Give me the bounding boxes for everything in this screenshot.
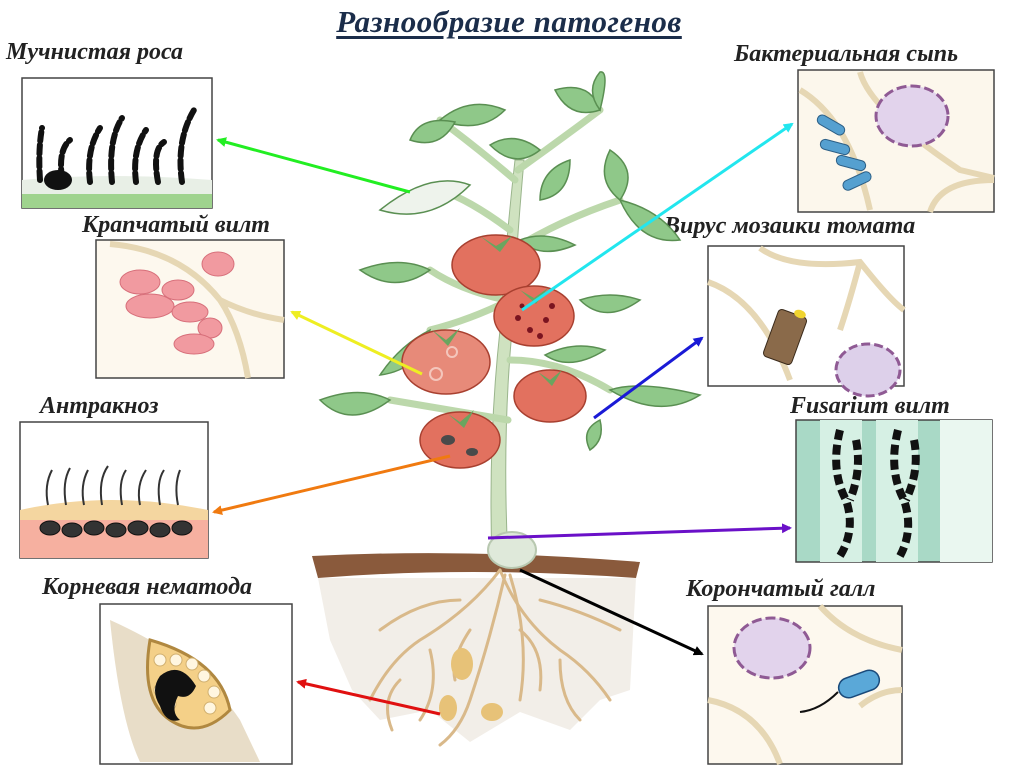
arrow-bacterial-spot bbox=[521, 122, 794, 312]
label-anthracnose: Антракноз bbox=[40, 393, 159, 419]
nematode-body bbox=[155, 669, 196, 721]
panel-spotted-wilt bbox=[95, 239, 285, 379]
panel-bacterial-spot bbox=[797, 69, 995, 214]
panel-anthracnose bbox=[19, 421, 209, 559]
crown-gall-growth bbox=[487, 531, 537, 569]
arrow-crown-gall bbox=[519, 568, 704, 656]
panel-root-nematode bbox=[99, 603, 293, 765]
panel-crown-gall bbox=[707, 604, 903, 766]
virus-clusters bbox=[119, 251, 235, 355]
roots bbox=[368, 568, 622, 747]
arrow-root-nematode bbox=[296, 678, 441, 716]
panel-powdery-mildew bbox=[21, 77, 213, 209]
mildew-hyphae bbox=[36, 107, 197, 185]
arrow-powdery-mildew bbox=[216, 137, 411, 194]
mildew-haustorium bbox=[44, 170, 72, 190]
agrobacterium bbox=[837, 669, 881, 699]
tomatoes bbox=[401, 234, 587, 469]
tomato-spotted-wilt bbox=[401, 329, 491, 395]
tomato-bacterial-spot bbox=[493, 285, 575, 347]
arrow-fusarium-wilt bbox=[487, 523, 792, 540]
root-gall bbox=[451, 648, 473, 680]
tomato-plant bbox=[312, 71, 702, 747]
label-fusarium-wilt: Fusarium вилт bbox=[790, 393, 950, 419]
tomato bbox=[513, 369, 587, 423]
label-spotted-wilt: Крапчатый вилт bbox=[82, 212, 270, 238]
tomato-anthracnose bbox=[419, 411, 501, 469]
tomato bbox=[451, 234, 541, 296]
fungal-hyphae bbox=[832, 429, 920, 559]
label-bacterial-spot: Бактериальная сыпь bbox=[734, 41, 959, 67]
label-root-nematode: Корневая нематода bbox=[42, 574, 253, 600]
arrow-tomato-mosaic-virus bbox=[593, 336, 704, 420]
pathogen-arrows bbox=[212, 122, 794, 716]
panel-fusarium-wilt bbox=[795, 419, 993, 563]
spotted-wilt-marks bbox=[429, 346, 458, 381]
setae bbox=[45, 465, 181, 506]
panel-tomato-mosaic-virus bbox=[706, 245, 906, 398]
bacterial-spots bbox=[515, 303, 555, 339]
label-crown-gall: Корончатый галл bbox=[686, 576, 876, 602]
arrow-spotted-wilt bbox=[290, 310, 423, 376]
virus-particle bbox=[762, 309, 808, 365]
anthracnose-lesions bbox=[441, 435, 478, 456]
label-tomato-mosaic-virus: Вирус мозаики томата bbox=[664, 213, 916, 239]
label-powdery-mildew: Мучнистая роса bbox=[6, 39, 183, 65]
mildew-leaf bbox=[378, 180, 472, 215]
acervuli-spores bbox=[39, 520, 193, 538]
bacteria-rods bbox=[816, 114, 872, 191]
root-gall bbox=[481, 703, 503, 721]
diagram-title: Разнообразие патогенов bbox=[336, 4, 682, 39]
root-gall bbox=[439, 695, 457, 721]
soil-surface bbox=[312, 553, 640, 578]
arrow-anthracnose bbox=[212, 454, 451, 516]
